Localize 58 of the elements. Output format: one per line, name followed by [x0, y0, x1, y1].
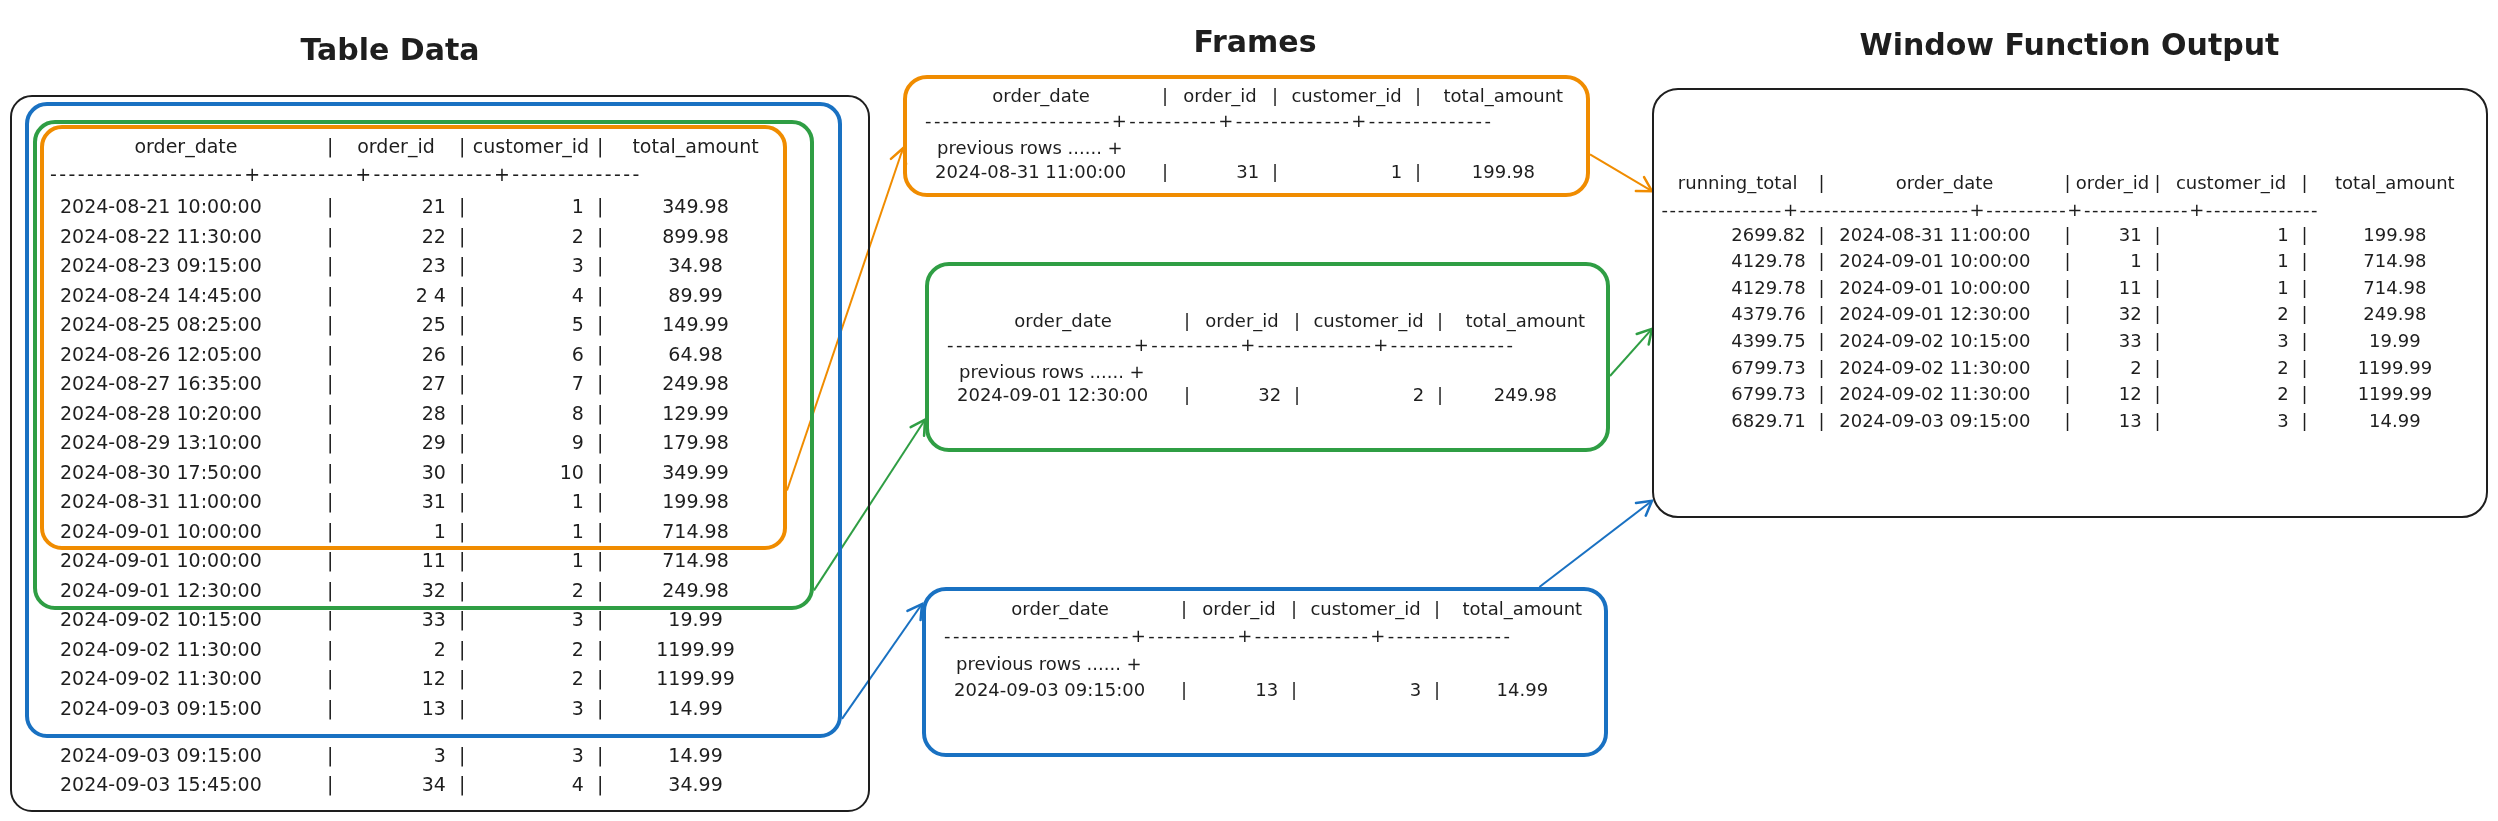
- separator-line: ---------------------+----------+-------------+--------------: [925, 109, 1494, 133]
- section-heading: Frames: [1192, 23, 1318, 61]
- panel-heading: Window Function Output: [1858, 25, 2281, 64]
- table-row-text: 4129.78 | 2024-09-01 10:00:00 | 11 | 1 | 714.98: [1730, 275, 2428, 300]
- column-header-row-text: order_date | order_id | customer_id | total_amount: [1013, 309, 1587, 334]
- table-row-text: 4129.78 | 2024-09-01 10:00:00 | 1 | 1 | 714.98: [1730, 249, 2428, 274]
- frame-outline: [25, 102, 842, 738]
- table-row-text: 2024-08-29 13:10:00 | 29 | 9 | 179.98: [59, 430, 730, 455]
- table-row-text: 2024-09-01 10:00:00 | 1 | 1 | 714.98: [59, 518, 730, 544]
- arrow: [1538, 499, 1654, 588]
- column-header-row-text: running_total | order_date | order_id | customer_id | total_amount: [1676, 170, 2456, 196]
- table-row-text: 6829.71 | 2024-09-03 09:15:00 | 13 | 3 | 14.99: [1730, 408, 2422, 433]
- arrow: [813, 418, 927, 592]
- frame-card: [925, 262, 1610, 452]
- table-row-text: 2024-09-01 10:00:00 | 11 | 1 | 714.98: [59, 548, 730, 573]
- column-header-row-text: order_date | order_id | customer_id | total_amount: [1010, 597, 1584, 622]
- table-row-text: 2024-09-03 09:15:00 | 3 | 3 | 14.99: [59, 743, 724, 768]
- table-row-text: 2024-08-25 08:25:00 | 25 | 5 | 149.99: [59, 312, 730, 337]
- note-text: previous rows ...... +: [937, 136, 1123, 160]
- panel-heading: Table Data: [299, 31, 481, 69]
- table-row-text: 2024-08-27 16:35:00 | 27 | 7 | 249.98: [59, 371, 730, 396]
- frame-card: [922, 587, 1608, 757]
- arrow: [1609, 327, 1654, 377]
- table-row-text: 2024-09-02 10:15:00 | 33 | 3 | 19.99: [59, 607, 724, 632]
- table-row-text: 6799.73 | 2024-09-02 11:30:00 | 12 | 2 | 1199.99: [1730, 382, 2434, 407]
- note-text: previous rows ...... +: [956, 652, 1142, 676]
- table-row-text: 2024-08-24 14:45:00 | 2 4 | 4 | 89.99: [59, 282, 724, 308]
- table-row-text: 2024-08-26 12:05:00 | 26 | 6 | 64.98: [59, 341, 724, 367]
- table-row-text: 4399.75 | 2024-09-02 10:15:00 | 33 | 3 | 19.99: [1730, 328, 2422, 353]
- note-text: previous rows ...... +: [959, 360, 1145, 384]
- table-row-text: 2024-08-31 11:00:00 | 31 | 1 | 199.98: [934, 160, 1536, 184]
- table-row-text: 2699.82 | 2024-08-31 11:00:00 | 31 | 1 | 199.98: [1730, 222, 2428, 247]
- separator-line: ---------------------+----------+-------------+--------------: [944, 624, 1513, 648]
- column-header-row-text: order_date | order_id | customer_id | total_amount: [991, 84, 1565, 109]
- table-row-text: 2024-08-28 10:20:00 | 28 | 8 | 129.99: [59, 400, 730, 426]
- table-row-text: 2024-08-21 10:00:00 | 21 | 1 | 349.98: [59, 194, 730, 219]
- arrow: [1589, 153, 1654, 193]
- arrow: [841, 602, 924, 720]
- separator-line: ---------------------+----------+-------------+--------------: [947, 333, 1516, 357]
- separator-line: ---------------+---------------------+----------+-------------+--------------: [1661, 197, 2320, 222]
- table-row-text: 2024-08-23 09:15:00 | 23 | 3 | 34.98: [59, 253, 724, 278]
- table-row-text: 2024-08-22 11:30:00 | 22 | 2 | 899.98: [59, 223, 730, 249]
- table-row-text: 2024-09-03 09:15:00 | 13 | 3 | 14.99: [953, 678, 1550, 702]
- frame-outline: [33, 120, 814, 610]
- frame-card: [903, 75, 1590, 197]
- frame-outline: [40, 125, 787, 550]
- table-row-text: 2024-09-02 11:30:00 | 2 | 2 | 1199.99: [59, 636, 736, 662]
- separator-line: ---------------------+----------+-------------+--------------: [50, 162, 642, 187]
- table-row-text: 4379.76 | 2024-09-01 12:30:00 | 32 | 2 | 249.98: [1730, 302, 2428, 327]
- table-row-text: 6799.73 | 2024-09-02 11:30:00 | 2 | 2 | 1199.99: [1730, 355, 2434, 380]
- table-row-text: 2024-08-30 17:50:00 | 30 | 10 | 349.99: [59, 459, 730, 485]
- table-row-text: 2024-09-03 15:45:00 | 34 | 4 | 34.99: [59, 772, 724, 797]
- table-row-text: 2024-08-31 11:00:00 | 31 | 1 | 199.98: [59, 489, 730, 514]
- table-row-text: 2024-09-02 11:30:00 | 12 | 2 | 1199.99: [59, 666, 736, 691]
- table-row-text: 2024-09-03 09:15:00 | 13 | 3 | 14.99: [59, 695, 724, 721]
- column-header-row-text: order_date | order_id | customer_id | total_amount: [133, 134, 760, 159]
- table-row-text: 2024-09-01 12:30:00 | 32 | 2 | 249.98: [59, 577, 730, 603]
- table-row-text: 2024-09-01 12:30:00 | 32 | 2 | 249.98: [956, 383, 1558, 407]
